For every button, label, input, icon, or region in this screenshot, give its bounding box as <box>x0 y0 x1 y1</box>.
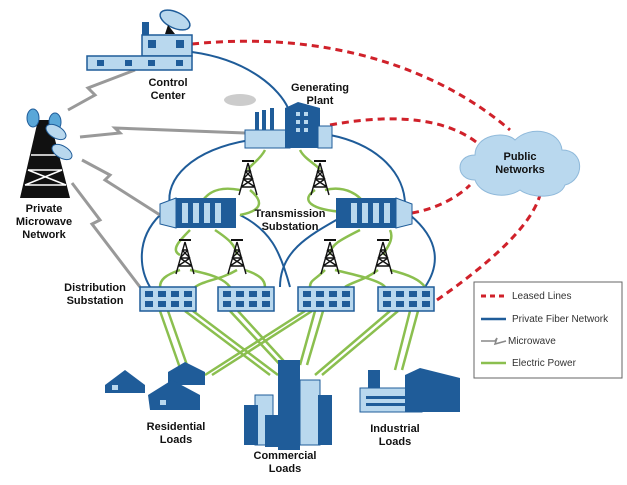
distribution-substations <box>139 286 435 312</box>
residential-houses-icon <box>105 362 205 410</box>
legend-fiber-label: Private Fiber Network <box>512 314 609 325</box>
microwave-links <box>67 68 246 288</box>
generating-plant-building <box>224 94 333 149</box>
legend-power-label: Electric Power <box>512 358 577 369</box>
fiber-network <box>140 51 436 288</box>
legend-leased-label: Leased Lines <box>512 291 572 302</box>
leased-lines <box>191 39 542 302</box>
legend-microwave-swatch <box>481 337 507 346</box>
microwave-tower-icon <box>20 108 73 198</box>
control-center-building <box>86 22 193 71</box>
satellite-dish-icon <box>159 9 191 34</box>
industrial-factory-icon <box>359 368 460 413</box>
legend-microwave-label: Microwave <box>508 336 556 347</box>
commercial-buildings-icon <box>244 360 332 450</box>
public-networks-cloud <box>459 130 581 197</box>
legend: Leased Lines Private Fiber Network Micro… <box>473 281 623 379</box>
